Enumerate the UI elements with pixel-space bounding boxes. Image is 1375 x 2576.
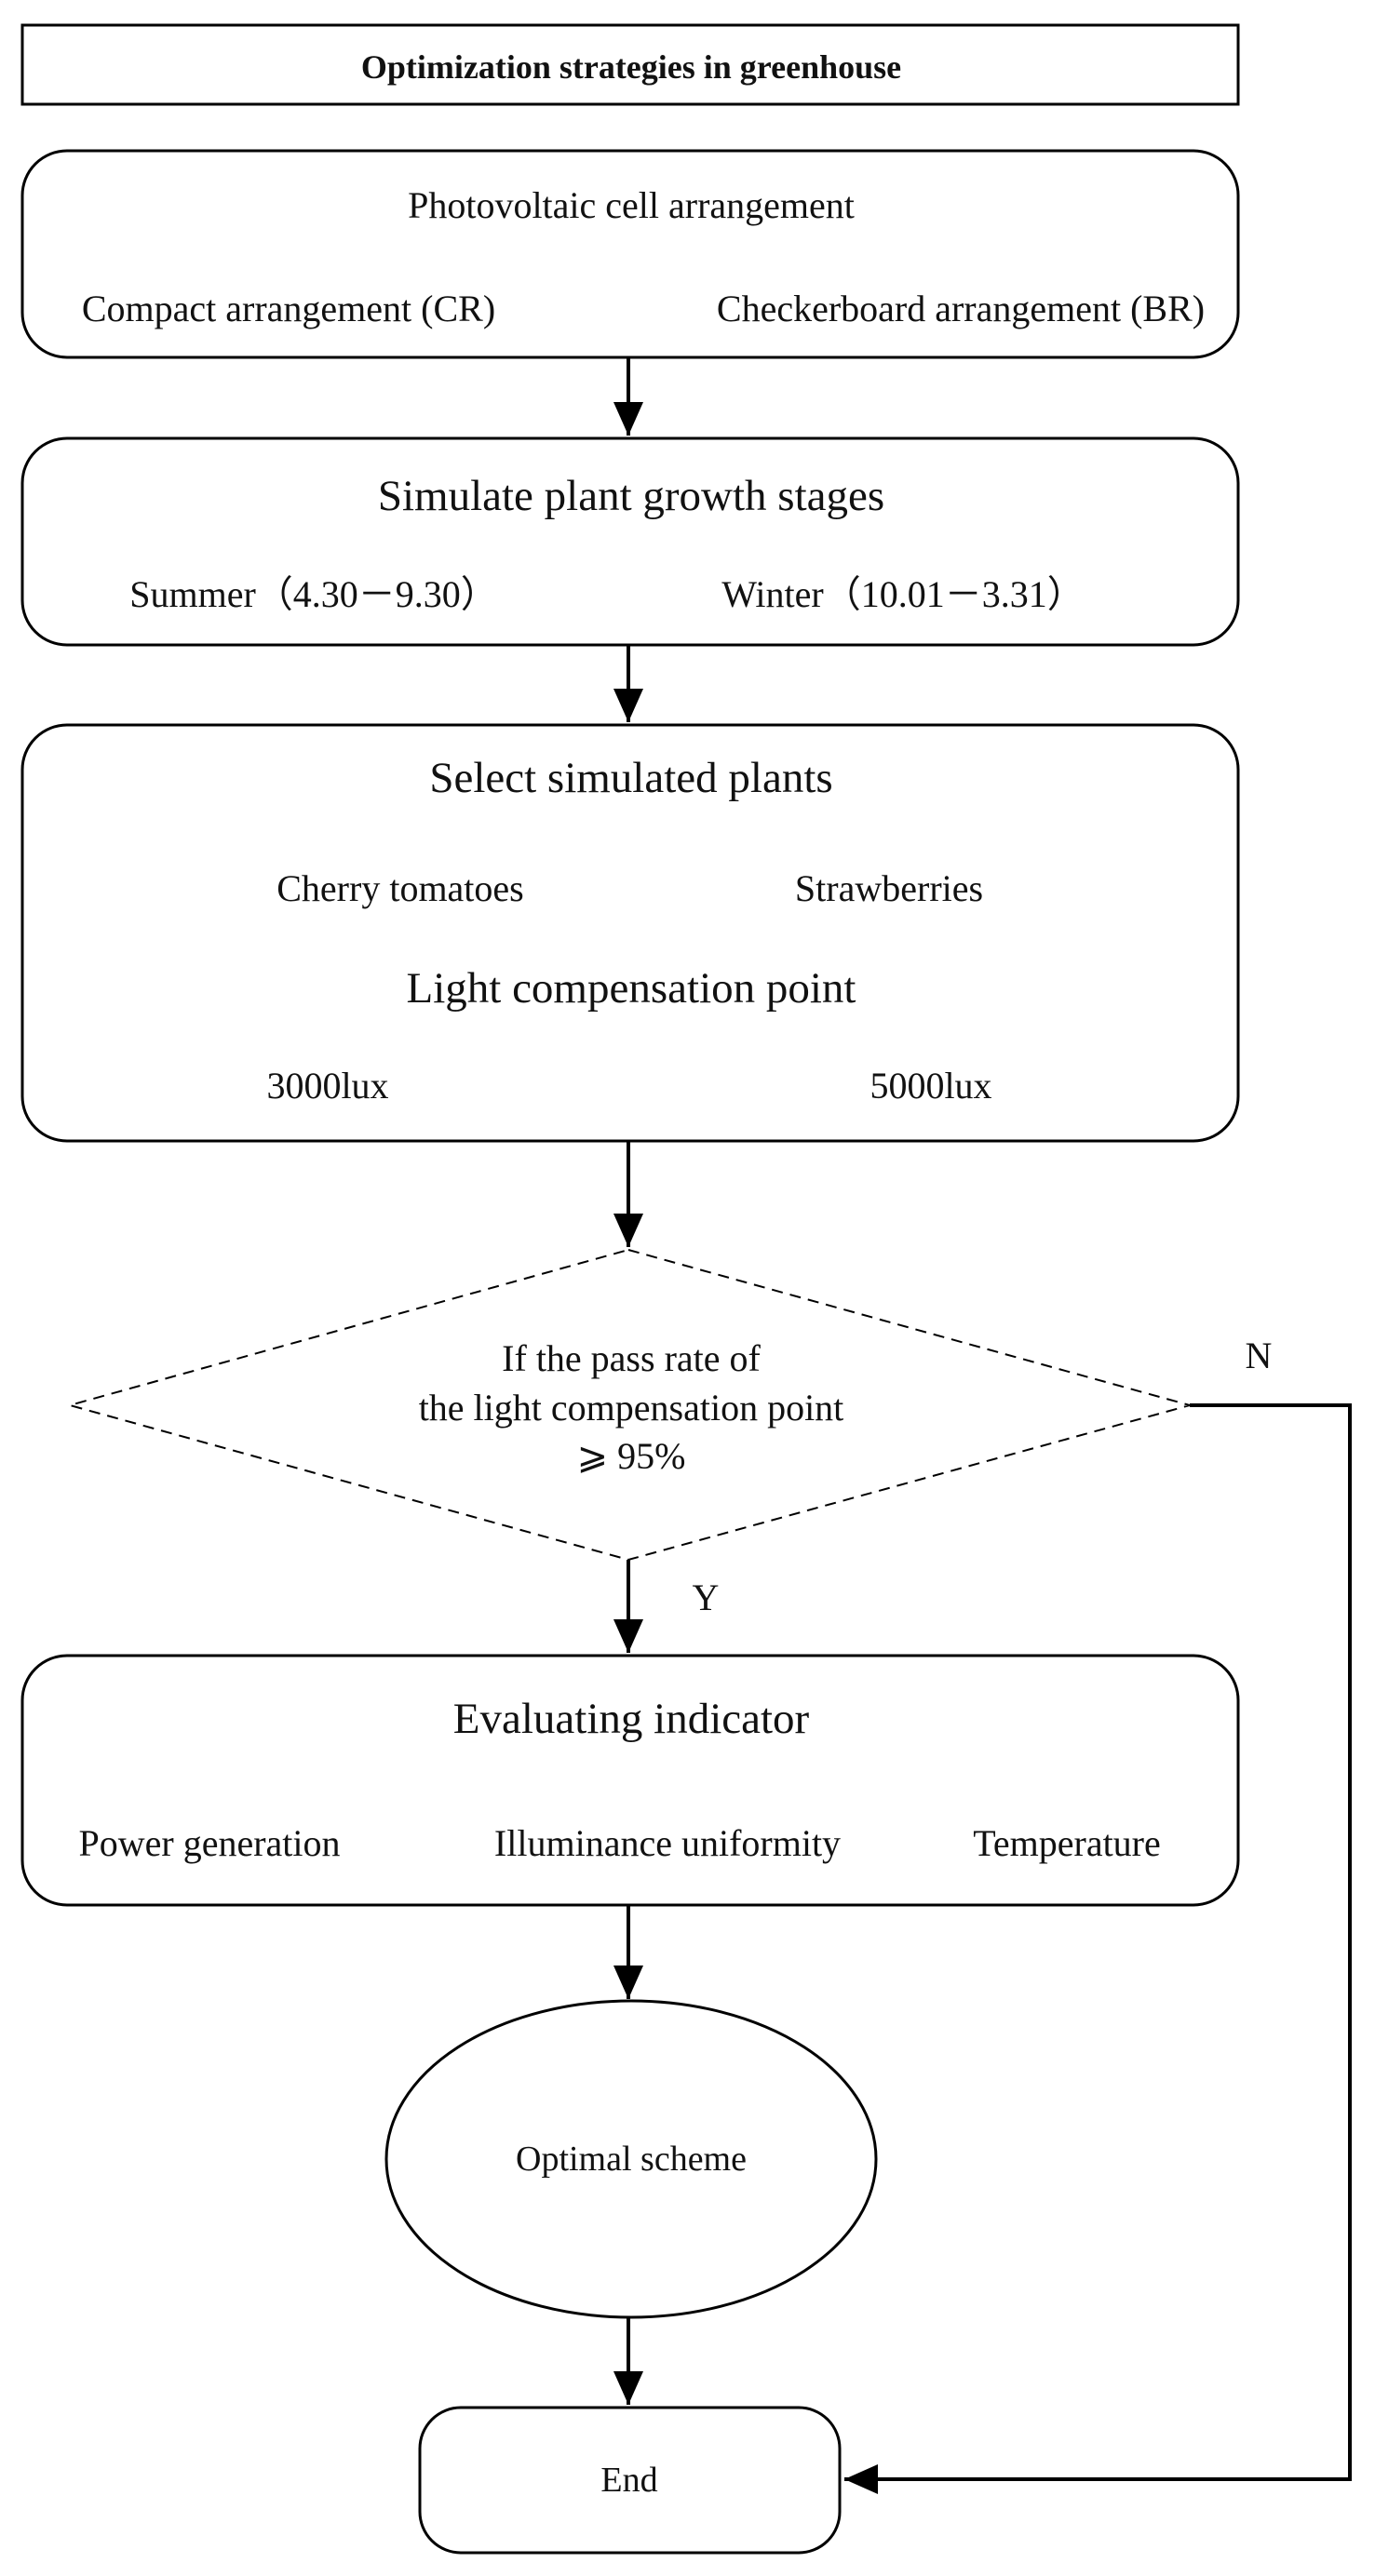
cherry-tomato-lux-value: 3000lux: [266, 1065, 388, 1107]
winter-season-label: Winter（10.01－3.31）: [721, 573, 1084, 615]
decision-line-1: If the pass rate of: [502, 1337, 761, 1379]
header-box: [20, 23, 1240, 106]
summer-season-label: Summer（4.30－9.30）: [129, 573, 498, 615]
pv-arrangement-title: Photovoltaic cell arrangement: [408, 184, 855, 226]
cherry-tomatoes-label: Cherry tomatoes: [276, 867, 524, 909]
strawberry-lux-value: 5000lux: [869, 1065, 991, 1107]
no-branch-connector: [844, 1403, 1352, 2494]
end-label: End: [600, 2461, 657, 2500]
light-compensation-title: Light compensation point: [407, 964, 856, 1013]
compact-arrangement-label: Compact arrangement (CR): [82, 288, 495, 329]
optimal-scheme-ellipse: [384, 1999, 878, 2319]
power-generation-label: Power generation: [78, 1822, 340, 1864]
optimal-scheme-label: Optimal scheme: [516, 2140, 747, 2179]
end-box: [418, 2406, 842, 2555]
no-branch-label: N: [1246, 1335, 1273, 1376]
checkerboard-arrangement-label: Checkerboard arrangement (BR): [717, 288, 1205, 329]
evaluating-indicator-title: Evaluating indicator: [453, 1695, 810, 1743]
temperature-label: Temperature: [973, 1822, 1161, 1864]
illuminance-uniformity-label: Illuminance uniformity: [494, 1822, 841, 1864]
simulated-plants-title: Select simulated plants: [429, 754, 832, 802]
decision-line-2: the light compensation point: [419, 1387, 844, 1429]
growth-stages-title: Simulate plant growth stages: [378, 472, 884, 520]
yes-branch-label: Y: [693, 1576, 720, 1618]
evaluating-indicator-box: [20, 1654, 1240, 1907]
decision-line-3: ⩾ 95%: [577, 1435, 686, 1477]
strawberries-label: Strawberries: [795, 867, 983, 909]
header-title: Optimization strategies in greenhouse: [361, 48, 901, 86]
